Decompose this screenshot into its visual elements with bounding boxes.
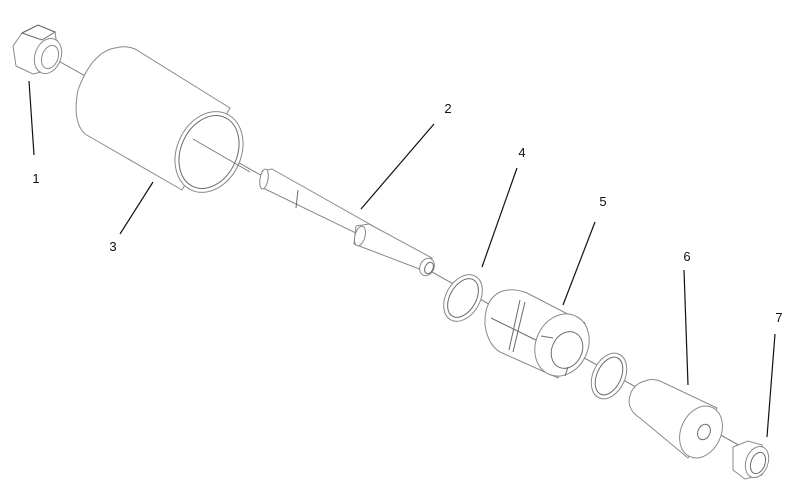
leader-5 bbox=[562, 221, 596, 306]
leader-7 bbox=[766, 333, 776, 438]
part-4-washer bbox=[443, 274, 483, 322]
callout-3: 3 bbox=[109, 239, 117, 254]
callout-4: 4 bbox=[518, 145, 526, 160]
leader-1 bbox=[28, 80, 35, 156]
leader-lines bbox=[28, 80, 776, 438]
part-1-hex-nut bbox=[12, 24, 63, 75]
part-5-bushing bbox=[484, 289, 590, 379]
callout-1: 1 bbox=[32, 171, 40, 186]
leader-2 bbox=[360, 123, 435, 210]
part-6-cone bbox=[628, 379, 723, 459]
part-7-hex-nut bbox=[732, 440, 770, 480]
leader-4 bbox=[481, 167, 518, 268]
callout-2: 2 bbox=[444, 101, 452, 116]
callout-6: 6 bbox=[683, 249, 691, 264]
part-3-sleeve bbox=[75, 46, 251, 193]
part-washer-right bbox=[590, 352, 628, 400]
callout-5: 5 bbox=[599, 194, 607, 209]
leader-6 bbox=[683, 269, 689, 386]
part-2-shaft bbox=[259, 168, 435, 277]
leader-3 bbox=[119, 181, 154, 235]
callout-7: 7 bbox=[775, 310, 783, 325]
